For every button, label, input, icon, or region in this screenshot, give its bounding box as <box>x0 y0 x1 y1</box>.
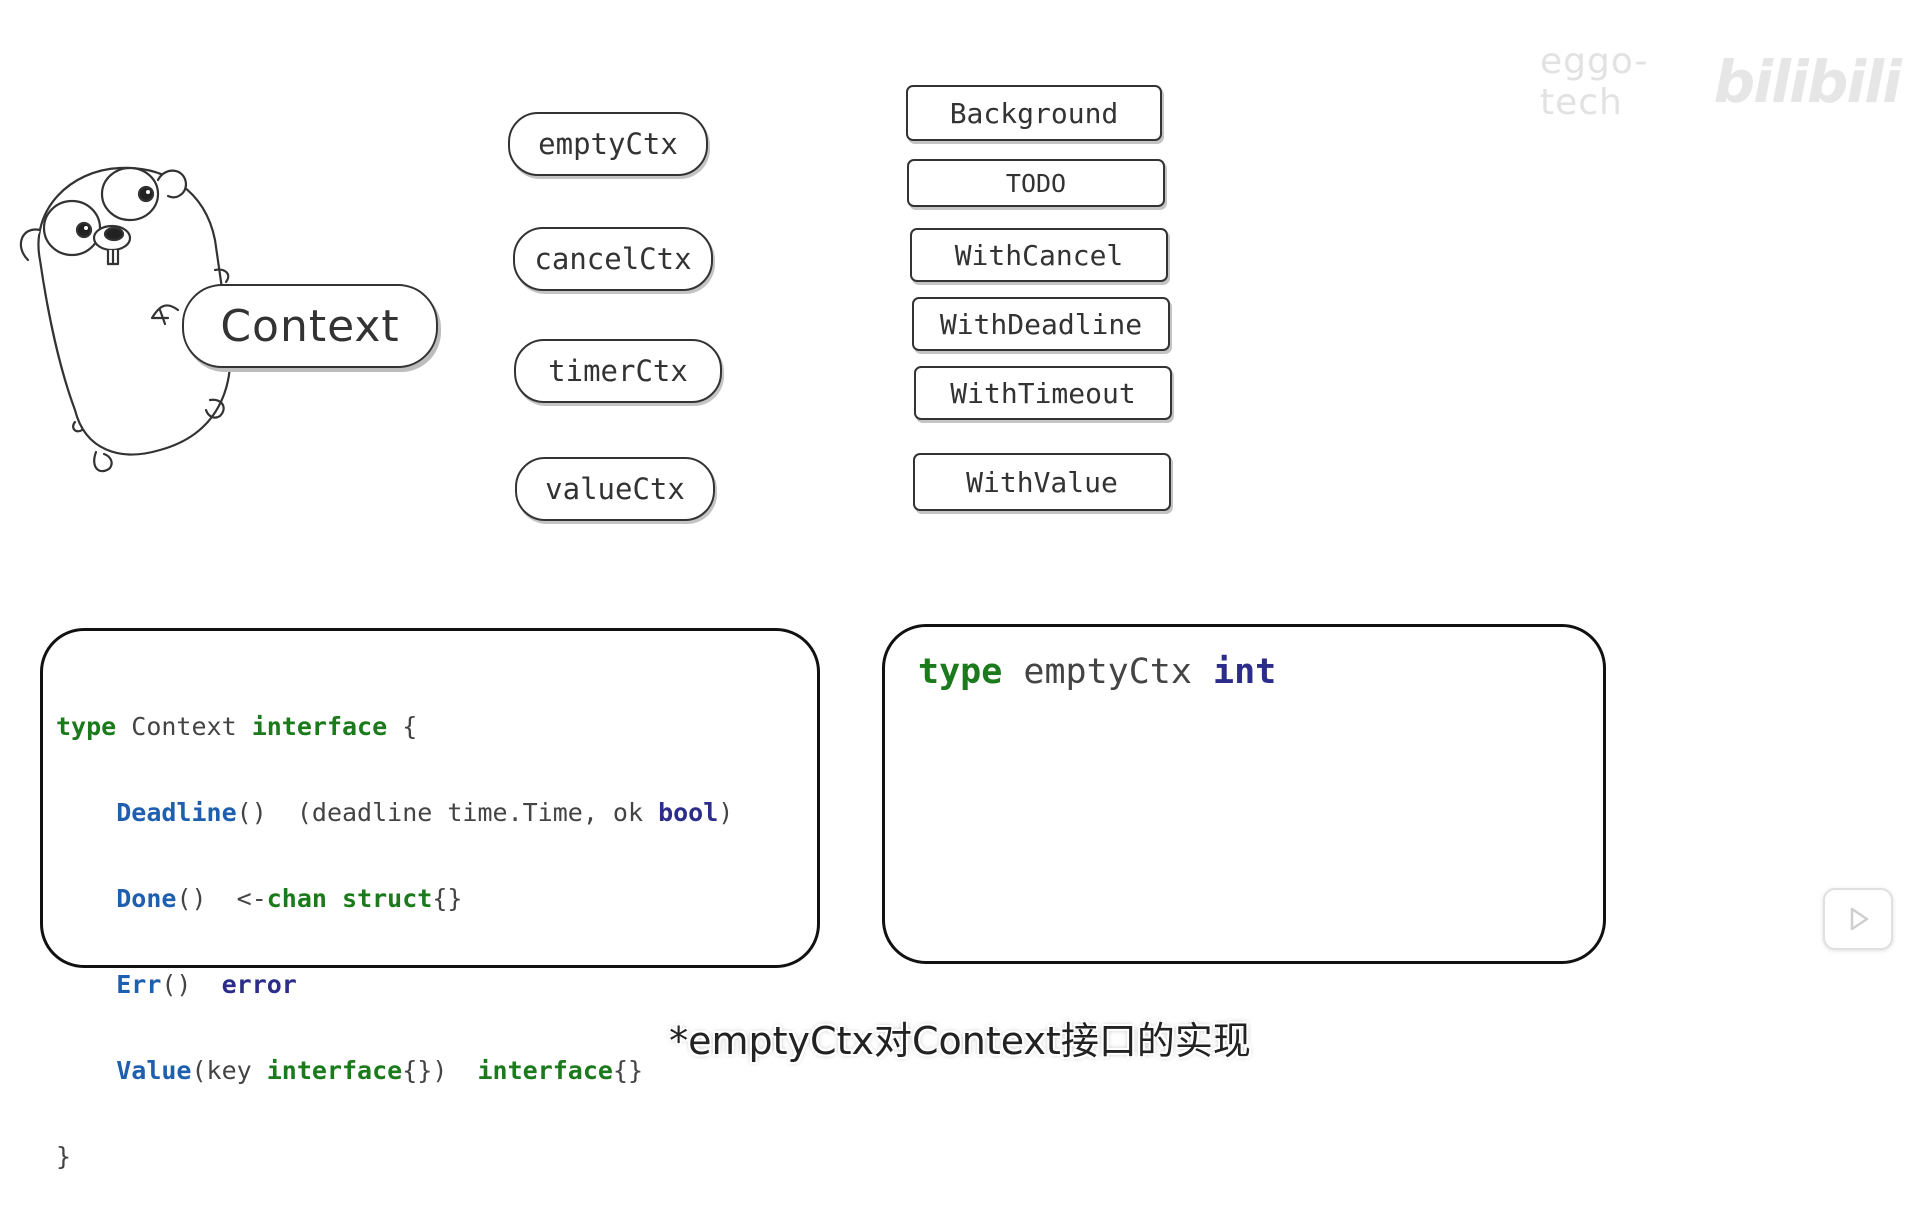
play-button[interactable] <box>1823 888 1893 950</box>
emptyctx-code-panel <box>882 624 1606 964</box>
fn-todo: TODO <box>907 159 1165 207</box>
fn-withtimeout: WithTimeout <box>914 366 1172 420</box>
emptyctx-code: type emptyCtx int <box>918 652 1277 692</box>
fn-withvalue: WithValue <box>913 453 1171 511</box>
watermark: eggo-tech bilibili <box>1540 41 1902 123</box>
context-interface-code: type Context interface { Deadline() (dea… <box>56 662 733 1221</box>
ctx-type-emptyctx: emptyCtx <box>508 112 708 176</box>
ctx-type-cancelctx: cancelCtx <box>513 227 713 291</box>
ctx-type-valuectx: valueCtx <box>515 457 715 521</box>
play-icon <box>1850 907 1869 931</box>
fn-background: Background <box>906 85 1162 141</box>
context-interface-code-panel <box>40 628 820 968</box>
fn-withdeadline: WithDeadline <box>912 297 1170 351</box>
video-subtitle: *emptyCtx对Context接口的实现 <box>669 1019 1251 1063</box>
code-line-2: Deadline() (deadline time.Time, ok bool) <box>116 798 734 827</box>
bilibili-logo: bilibili <box>1713 48 1902 116</box>
code-line-6: } <box>56 1142 72 1171</box>
code-line-4: Err() error <box>116 970 297 999</box>
code-line-1: type Context interface { <box>56 712 418 741</box>
ctx-type-timerctx: timerCtx <box>514 339 722 403</box>
gopher-mascot-icon <box>19 166 232 473</box>
context-interface-label: Context <box>182 284 438 368</box>
watermark-text: eggo-tech <box>1540 41 1649 123</box>
code-line-3: Done() <-chan struct{} <box>116 884 463 913</box>
fn-withcancel: WithCancel <box>910 228 1168 282</box>
